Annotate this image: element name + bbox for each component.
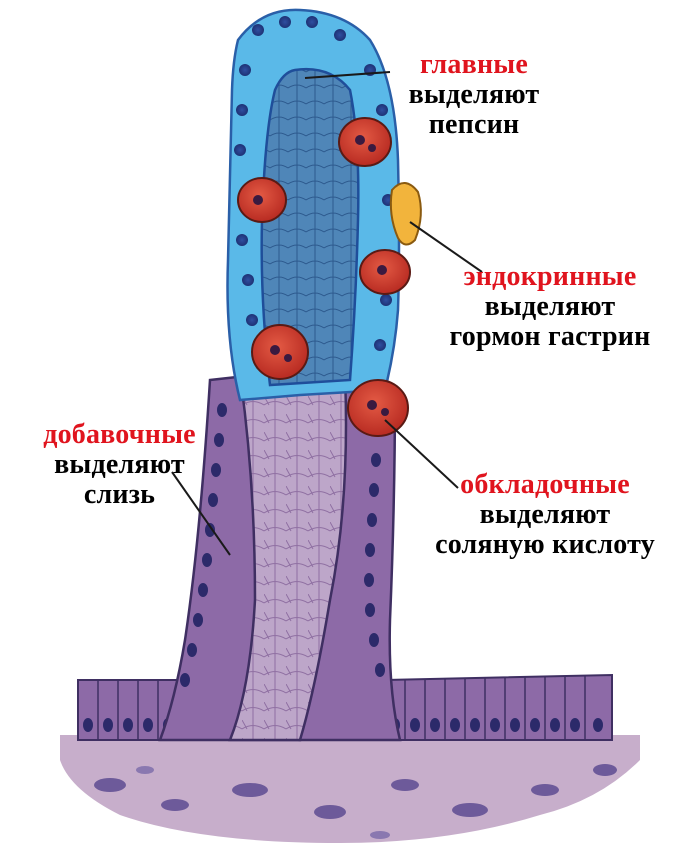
label-accessory-line2: слизь <box>12 480 227 510</box>
label-chief-cells: главные выделяют пепсин <box>374 50 574 140</box>
label-chief-title: главные <box>374 50 574 80</box>
label-chief-line1: выделяют <box>374 80 574 110</box>
label-endocrine-line2: гормон гастрин <box>420 322 680 352</box>
label-chief-line2: пепсин <box>374 110 574 140</box>
label-endocrine-line1: выделяют <box>420 292 680 322</box>
connective-tissue-base <box>60 735 640 843</box>
parietal-cell <box>348 380 408 436</box>
label-accessory-title: добавочные <box>12 420 227 450</box>
label-parietal-cells: обкладочные выделяют соляную кислоту <box>410 470 680 560</box>
label-accessory-line1: выделяют <box>12 450 227 480</box>
label-accessory-cells: добавочные выделяют слизь <box>12 420 227 510</box>
label-parietal-line2: соляную кислоту <box>410 530 680 560</box>
label-parietal-title: обкладочные <box>410 470 680 500</box>
label-endocrine-title: эндокринные <box>420 262 680 292</box>
label-endocrine-cells: эндокринные выделяют гормон гастрин <box>420 262 680 352</box>
parietal-cell <box>252 325 308 379</box>
label-parietal-line1: выделяют <box>410 500 680 530</box>
